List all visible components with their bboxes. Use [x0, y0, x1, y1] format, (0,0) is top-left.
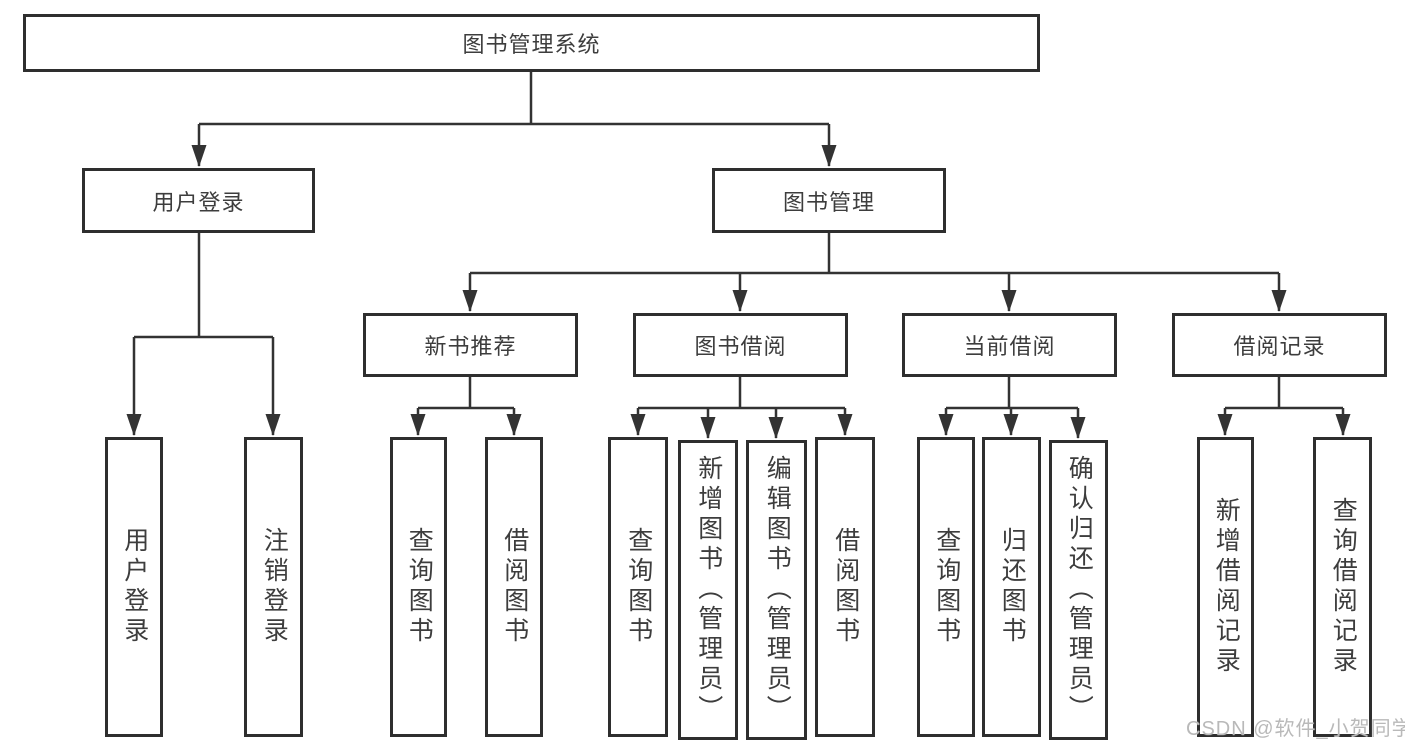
leaf-recommend-borrow-book: 借阅图书 [485, 437, 543, 737]
leaf-borrow-edit-book-admin: 编辑图书（管理员） [746, 440, 807, 740]
node-new-book-recommend: 新书推荐 [363, 313, 578, 377]
node-borrow-record: 借阅记录 [1172, 313, 1387, 377]
leaf-user-login: 用户登录 [105, 437, 163, 737]
node-book-borrow: 图书借阅 [633, 313, 848, 377]
leaf-record-add-borrow-record: 新增借阅记录 [1197, 437, 1254, 737]
leaf-borrow-query-book: 查询图书 [608, 437, 668, 737]
node-user-login: 用户登录 [82, 168, 315, 233]
leaf-borrow-borrow-book: 借阅图书 [815, 437, 875, 737]
node-book-management: 图书管理 [712, 168, 946, 233]
node-current-borrow: 当前借阅 [902, 313, 1117, 377]
leaf-recommend-query-book: 查询图书 [390, 437, 447, 737]
leaf-record-query-borrow-record: 查询借阅记录 [1313, 437, 1372, 737]
leaf-current-query-book: 查询图书 [917, 437, 975, 737]
node-root: 图书管理系统 [23, 14, 1040, 72]
leaf-logout: 注销登录 [244, 437, 303, 737]
leaf-current-return-book: 归还图书 [982, 437, 1041, 737]
leaf-current-confirm-return-admin: 确认归还（管理员） [1049, 440, 1108, 740]
leaf-borrow-add-book-admin: 新增图书（管理员） [678, 440, 738, 740]
csdn-watermark: CSDN @软件_小贺同学 [1186, 718, 1405, 740]
